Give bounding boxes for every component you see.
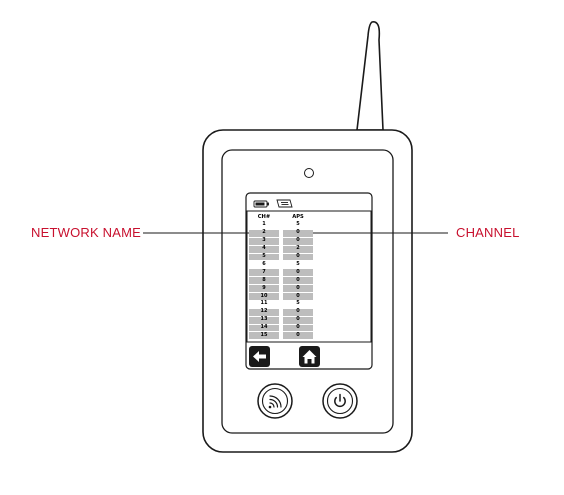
- aps-cell: 5: [283, 300, 313, 309]
- aps-cell: 0: [283, 292, 313, 301]
- antenna: [356, 21, 384, 131]
- channel-cell: 7: [249, 268, 279, 278]
- channel-cell: 9: [249, 284, 279, 294]
- table-row: 13 0: [249, 316, 313, 325]
- battery-icon: [253, 200, 269, 208]
- channel-cell: 11: [249, 300, 279, 309]
- column-header-channel: CH#: [249, 214, 279, 222]
- channel-cell: 4: [249, 245, 279, 254]
- callout-channel: CHANNEL: [456, 225, 520, 240]
- aps-cell: 0: [283, 308, 313, 317]
- channel-cell: 14: [249, 324, 279, 333]
- callout-network-name: NETWORK NAME: [31, 225, 142, 240]
- aps-cell: 0: [283, 316, 313, 325]
- home-icon[interactable]: [299, 346, 320, 367]
- aps-cell: 0: [283, 268, 313, 278]
- aps-cell: 0: [283, 324, 313, 333]
- device-inner-bezel: [221, 149, 394, 434]
- aps-cell: 2: [283, 245, 313, 254]
- wifi-scan-button[interactable]: [257, 383, 293, 419]
- channel-cell: 10: [249, 292, 279, 301]
- channel-cell: 5: [249, 253, 279, 262]
- aps-cell: 0: [283, 331, 313, 341]
- aps-cell: 0: [283, 253, 313, 262]
- channel-cell: 6: [249, 260, 279, 270]
- wifi-card-icon: [276, 199, 293, 208]
- table-header-row: CH# APS: [249, 214, 313, 222]
- aps-cell: 0: [283, 229, 313, 238]
- table-row: 12 0: [249, 308, 313, 317]
- aps-cell: 5: [283, 221, 313, 230]
- aps-cell: 0: [283, 284, 313, 294]
- channel-cell: 15: [249, 331, 279, 341]
- table-row: 10 0: [249, 292, 313, 301]
- channel-cell: 13: [249, 316, 279, 325]
- channel-cell: 1: [249, 221, 279, 230]
- channel-cell: 8: [249, 276, 279, 286]
- channel-cell: 3: [249, 237, 279, 246]
- column-header-aps: APS: [283, 214, 313, 222]
- aps-cell: 0: [283, 237, 313, 246]
- channel-cell: 12: [249, 308, 279, 317]
- table-row: 15 0: [249, 331, 313, 341]
- aps-cell: 0: [283, 276, 313, 286]
- wifi-scan-icon: [268, 395, 282, 409]
- table-row: 14 0: [249, 324, 313, 333]
- power-button[interactable]: [322, 383, 358, 419]
- channel-cell: 2: [249, 229, 279, 238]
- table-row: 11 5: [249, 300, 313, 309]
- aps-cell: 5: [283, 260, 313, 270]
- power-icon: [334, 393, 346, 408]
- back-arrow-icon[interactable]: [249, 346, 270, 367]
- camera-sensor: [304, 168, 314, 178]
